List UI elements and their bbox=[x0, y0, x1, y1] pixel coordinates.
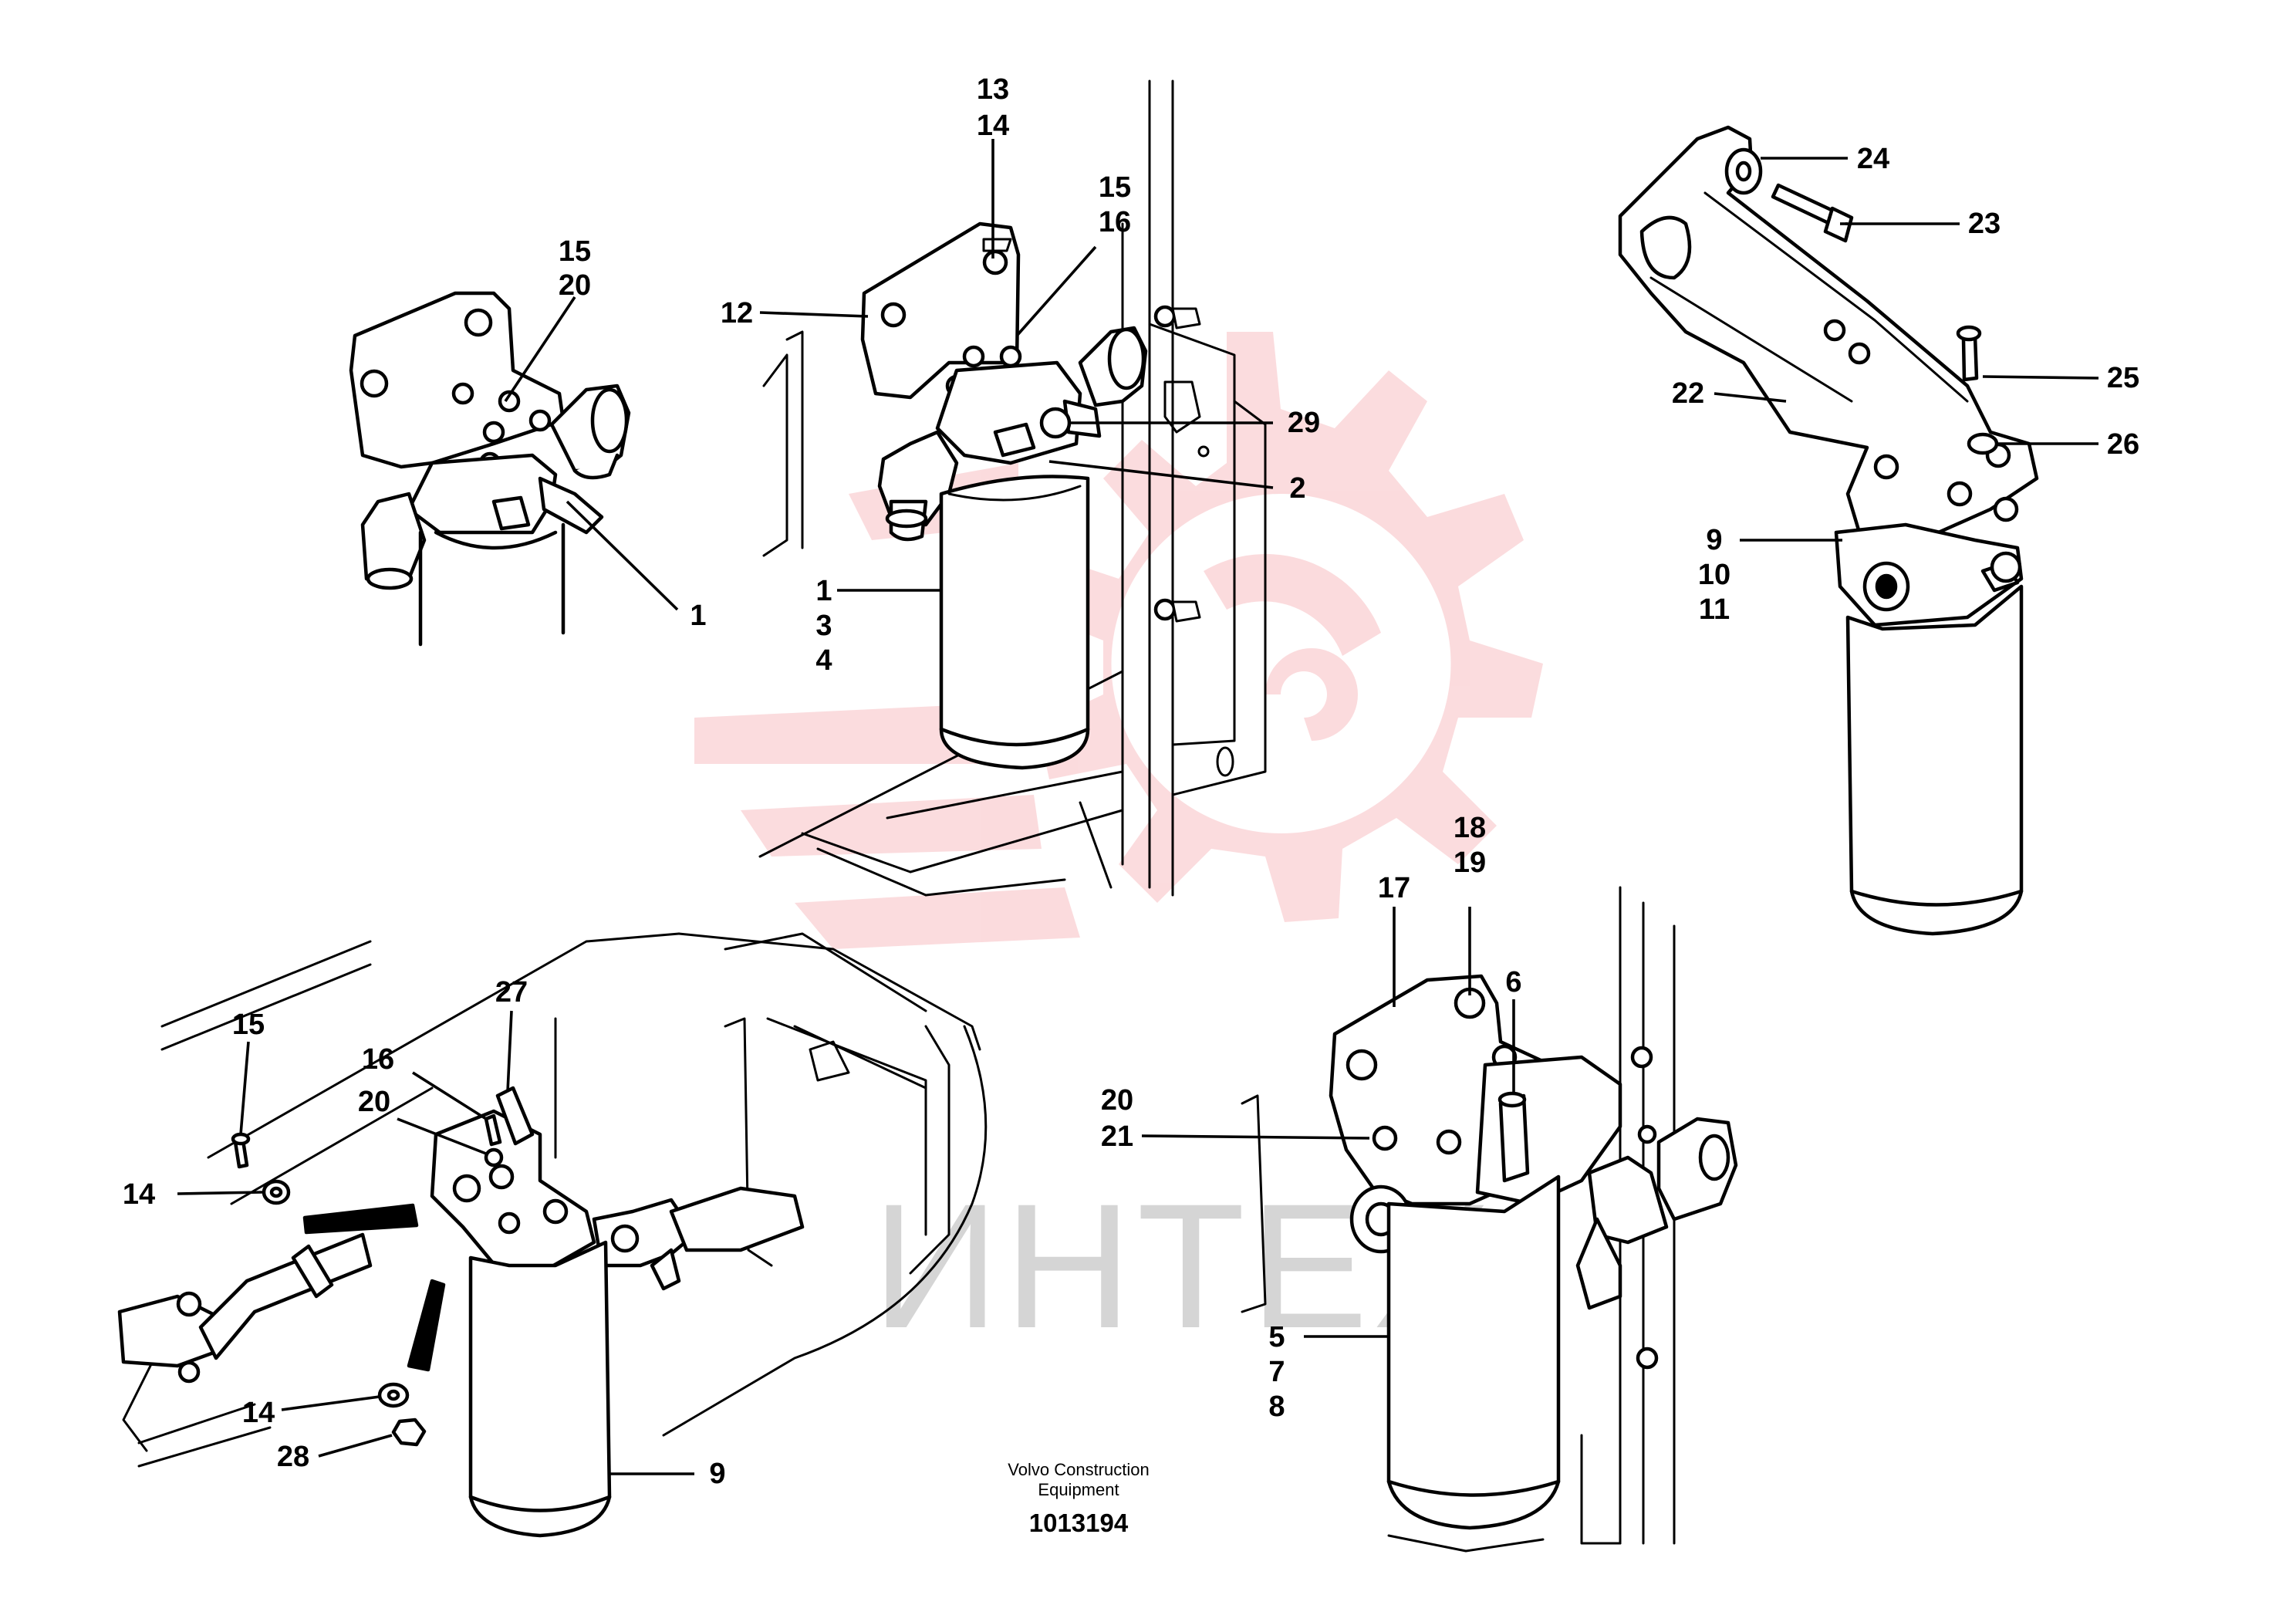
callout-14: 14 bbox=[977, 110, 1009, 142]
callout-16: 16 bbox=[1099, 206, 1131, 238]
filter-assembly-center bbox=[860, 221, 1148, 770]
callout-23: 23 bbox=[1968, 208, 2001, 240]
callout-14: 14 bbox=[242, 1397, 275, 1429]
bracket bbox=[349, 291, 566, 469]
callout-14: 14 bbox=[123, 1178, 155, 1211]
callout-6: 6 bbox=[1505, 966, 1521, 999]
callout-13: 13 bbox=[977, 73, 1009, 106]
callout-15: 15 bbox=[559, 235, 591, 268]
filter-canister-5 bbox=[1386, 1174, 1561, 1530]
callout-20: 20 bbox=[358, 1086, 390, 1118]
bolt-icon bbox=[982, 249, 1008, 275]
bolt-icon bbox=[880, 302, 907, 328]
callout-21: 21 bbox=[1101, 1120, 1133, 1153]
callout-24: 24 bbox=[1857, 143, 1889, 175]
sensor-6 bbox=[1498, 1093, 1530, 1183]
callout-18: 18 bbox=[1454, 812, 1486, 844]
filter-assembly-top-right bbox=[1618, 125, 2039, 936]
filter-canister-9b bbox=[468, 1240, 612, 1538]
filter-assembly-bottom-left bbox=[117, 932, 988, 1538]
callout-15: 15 bbox=[1099, 171, 1131, 204]
callout-25: 25 bbox=[2107, 362, 2139, 394]
callout-4: 4 bbox=[815, 644, 832, 677]
callout-17: 17 bbox=[1378, 872, 1410, 904]
callout-29: 29 bbox=[1288, 407, 1320, 439]
callout-12: 12 bbox=[721, 297, 753, 329]
leader-lines bbox=[177, 139, 2099, 1475]
callout-8: 8 bbox=[1268, 1391, 1285, 1423]
callout-20: 20 bbox=[559, 269, 591, 302]
callout-11: 11 bbox=[1699, 593, 1730, 626]
caption-block: Volvo Construction Equipment 1013194 bbox=[1008, 1460, 1149, 1537]
callout-3: 3 bbox=[815, 610, 832, 642]
watermark-gear-logo bbox=[694, 332, 1543, 949]
callout-27: 27 bbox=[495, 976, 528, 1009]
filter-assembly-bottom-right bbox=[1241, 886, 1738, 1553]
callout-26: 26 bbox=[2107, 428, 2139, 461]
callout-19: 19 bbox=[1454, 846, 1486, 879]
filter-assembly-top-left bbox=[349, 291, 631, 647]
filter-canister-1 bbox=[939, 475, 1090, 770]
callout-5: 5 bbox=[1268, 1321, 1285, 1353]
callout-1: 1 bbox=[815, 575, 832, 607]
callout-1: 1 bbox=[690, 600, 706, 632]
callout-20: 20 bbox=[1101, 1084, 1133, 1117]
drawing-number: 1013194 bbox=[1029, 1509, 1129, 1537]
callout-28: 28 bbox=[277, 1441, 309, 1473]
manufacturer-line1: Volvo Construction bbox=[1008, 1460, 1149, 1479]
callout-9: 9 bbox=[709, 1458, 725, 1490]
callout-7: 7 bbox=[1268, 1356, 1285, 1388]
callout-9: 9 bbox=[1706, 524, 1722, 556]
cab-frame-top bbox=[758, 79, 1267, 897]
callout-2: 2 bbox=[1289, 472, 1305, 505]
callout-22: 22 bbox=[1672, 377, 1704, 410]
callout-15: 15 bbox=[232, 1009, 265, 1041]
callout-10: 10 bbox=[1698, 559, 1730, 591]
sensor-29-icon bbox=[1039, 407, 1072, 439]
filter-canister-9 bbox=[1845, 584, 2024, 936]
manufacturer-line2: Equipment bbox=[1038, 1480, 1119, 1499]
callout-16: 16 bbox=[362, 1043, 394, 1076]
callout-labels: 15 20 1 13 14 15 16 12 29 2 1 3 4 24 23 … bbox=[123, 73, 2139, 1490]
